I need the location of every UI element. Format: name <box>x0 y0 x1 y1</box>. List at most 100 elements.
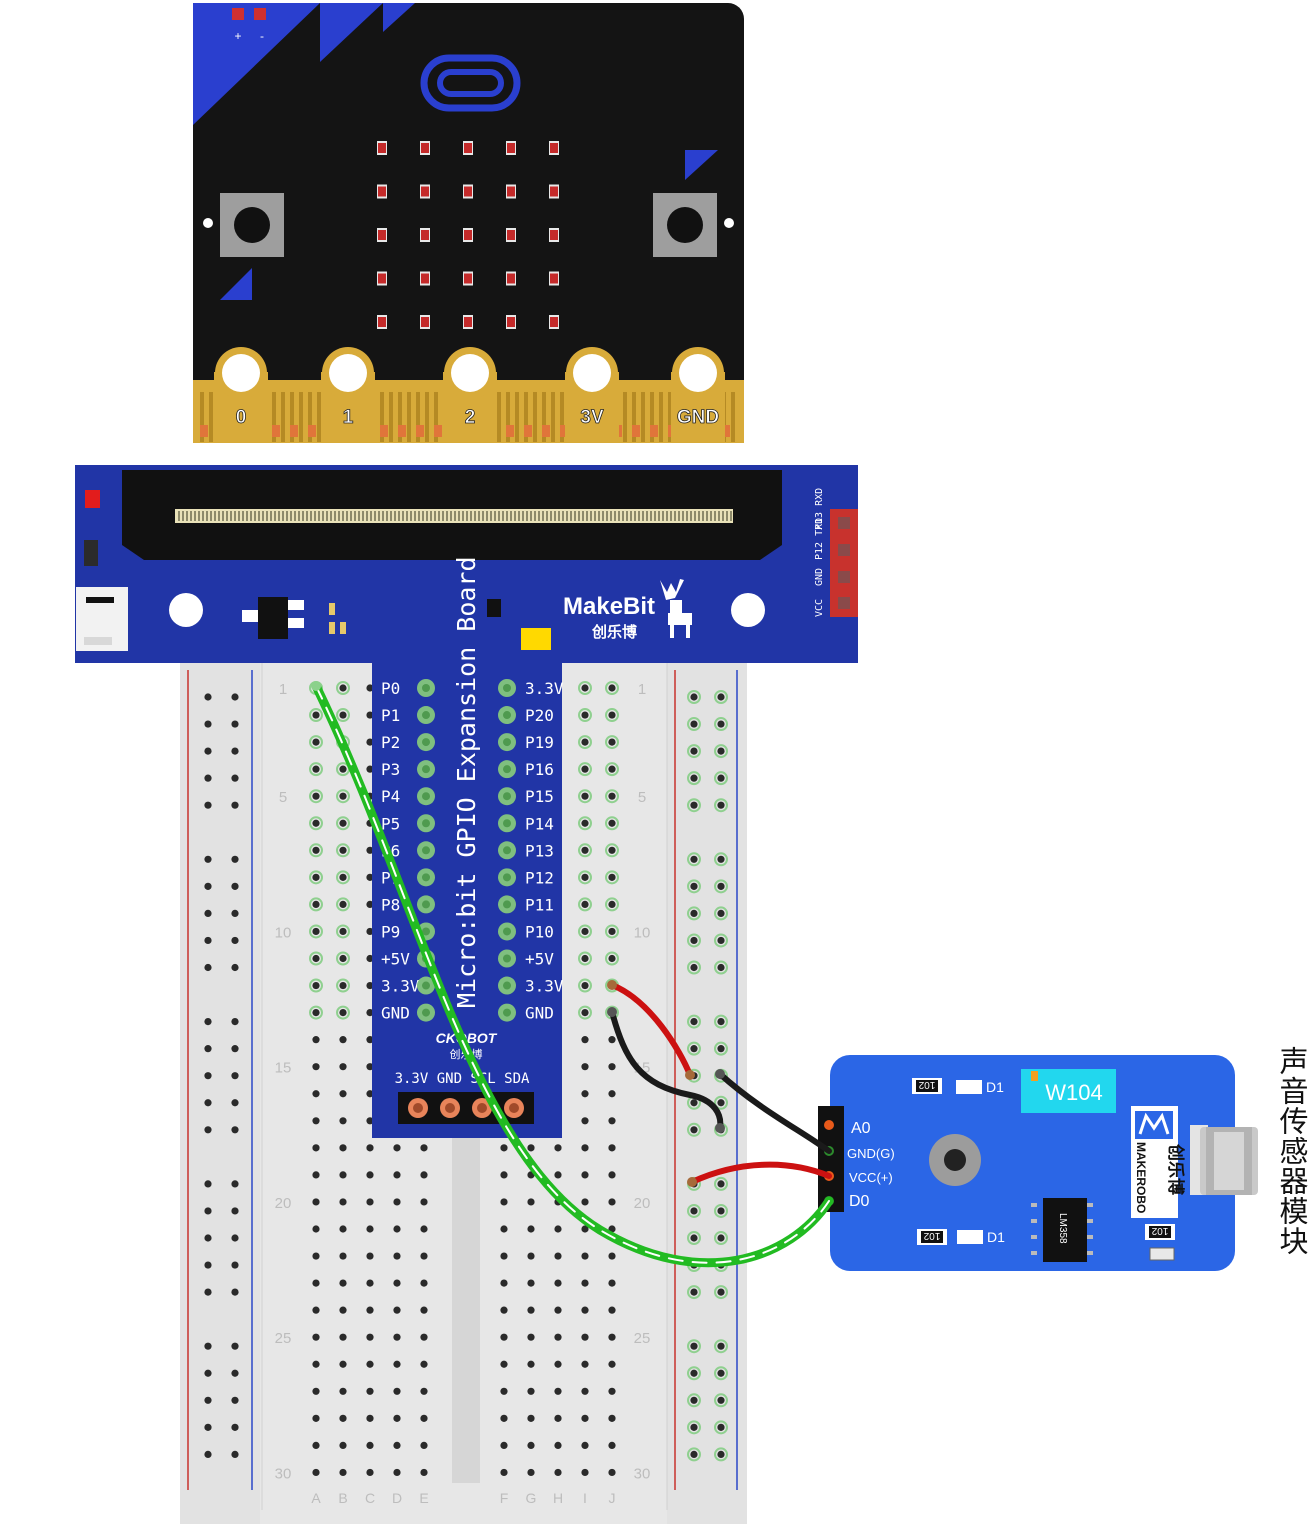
breadboard-hole <box>393 1171 401 1179</box>
rail-hole <box>717 774 725 782</box>
breadboard-hole <box>608 1306 616 1314</box>
rail-hole <box>204 693 212 701</box>
breadboard-hole <box>312 1333 320 1341</box>
rail-hole <box>231 1234 239 1242</box>
breadboard-hole <box>339 1252 347 1260</box>
power-switch[interactable] <box>84 540 98 566</box>
breadboard-hole <box>366 1144 374 1152</box>
rail-hole <box>717 1423 725 1431</box>
rail-hole <box>717 1018 725 1026</box>
breadboard-hole <box>608 1360 616 1368</box>
rail-hole <box>690 774 698 782</box>
led <box>507 143 515 153</box>
breadboard-hole <box>420 1252 428 1260</box>
breadboard-hole <box>581 927 589 936</box>
battery-terminal-minus <box>254 8 266 20</box>
rail-hole <box>204 936 212 945</box>
row-number-left: 30 <box>275 1465 292 1482</box>
led-label-bottom: D1 <box>987 1229 1005 1245</box>
breadboard-hole <box>339 927 347 936</box>
rail-hole <box>231 936 239 945</box>
breadboard-hole <box>581 711 589 719</box>
pad-label: 3V <box>580 407 604 428</box>
rail-hole <box>690 936 698 945</box>
breadboard-hole <box>339 1333 347 1341</box>
breadboard-hole <box>312 873 320 881</box>
breadboard-hole <box>554 1360 562 1368</box>
column-letter: J <box>609 1490 616 1506</box>
breadboard-hole <box>420 1414 428 1422</box>
rail-hole <box>690 1423 698 1431</box>
breadboard-hole <box>366 1252 374 1260</box>
breadboard-hole <box>312 711 320 719</box>
breadboard-hole <box>339 981 347 990</box>
breadboard-hole <box>366 738 374 746</box>
breadboard-hole <box>393 1468 401 1477</box>
breadboard-hole <box>581 792 589 800</box>
pad-label: 1 <box>343 407 354 428</box>
breadboard-hole <box>554 1387 562 1395</box>
breadboard-hole <box>312 1036 320 1044</box>
row-number-left: 10 <box>275 924 292 941</box>
breadboard-hole <box>366 1063 374 1071</box>
breadboard-hole <box>500 1387 508 1395</box>
led <box>378 143 386 153</box>
uart-label: VCC <box>814 599 825 617</box>
breadboard-hole <box>393 1252 401 1260</box>
mount-hole-left <box>169 593 203 627</box>
uart-label: P12 TXD <box>814 518 825 560</box>
rail-hole <box>231 1342 239 1350</box>
rail-hole <box>231 1018 239 1026</box>
breadboard-hole <box>393 1306 401 1314</box>
makerobo-logo: 创乐博 MAKEROBO <box>1131 1106 1186 1218</box>
rail-hole <box>204 1045 212 1053</box>
led <box>464 186 472 197</box>
breadboard-hole <box>581 684 589 692</box>
rail-hole <box>690 1396 698 1404</box>
rail-hole <box>231 693 239 701</box>
led <box>421 230 429 240</box>
led <box>550 230 558 240</box>
breadboard-hole <box>393 1360 401 1368</box>
rail-hole <box>204 1018 212 1026</box>
gpio-label: P8 <box>381 895 400 914</box>
led-d1-bottom <box>957 1230 983 1244</box>
row-number-right: 10 <box>634 924 651 941</box>
led <box>464 317 472 327</box>
rail-hole <box>717 693 725 701</box>
breadboard-hole <box>581 1171 589 1179</box>
rail-hole <box>690 1045 698 1053</box>
rail-hole <box>231 720 239 728</box>
led <box>464 273 472 284</box>
gpio-label: P13 <box>525 841 554 860</box>
pad-hole <box>451 354 489 392</box>
rail-hole <box>204 801 212 809</box>
led <box>378 230 386 240</box>
breadboard-hole <box>608 1036 616 1044</box>
breadboard-hole <box>366 1279 374 1287</box>
rail-hole <box>690 1207 698 1215</box>
rail-hole <box>204 1099 212 1107</box>
column-letter: E <box>419 1490 428 1506</box>
breadboard-hole <box>366 1225 374 1233</box>
sensor-module-caption: 声音传感器模块 <box>1275 1046 1308 1256</box>
breadboard-holes <box>204 681 728 1477</box>
breadboard-hole <box>312 1252 320 1260</box>
breadboard-hole <box>581 1360 589 1368</box>
breadboard-hole <box>581 1279 589 1287</box>
breadboard-hole <box>393 1225 401 1233</box>
breadboard-hole <box>527 1333 535 1341</box>
led <box>421 143 429 153</box>
breadboard-hole <box>608 1090 616 1098</box>
rail-hole <box>717 801 725 809</box>
breadboard-hole <box>312 1063 320 1071</box>
rail-hole <box>717 1342 725 1350</box>
chip-lm358: LM358 <box>1031 1198 1093 1262</box>
breadboard-hole <box>500 1171 508 1179</box>
breadboard-hole <box>312 1117 320 1125</box>
breadboard-hole <box>608 846 616 854</box>
rail-hole <box>231 1072 239 1080</box>
breadboard-hole <box>581 819 589 827</box>
breadboard-hole <box>608 1252 616 1260</box>
breadboard-hole <box>312 1144 320 1152</box>
